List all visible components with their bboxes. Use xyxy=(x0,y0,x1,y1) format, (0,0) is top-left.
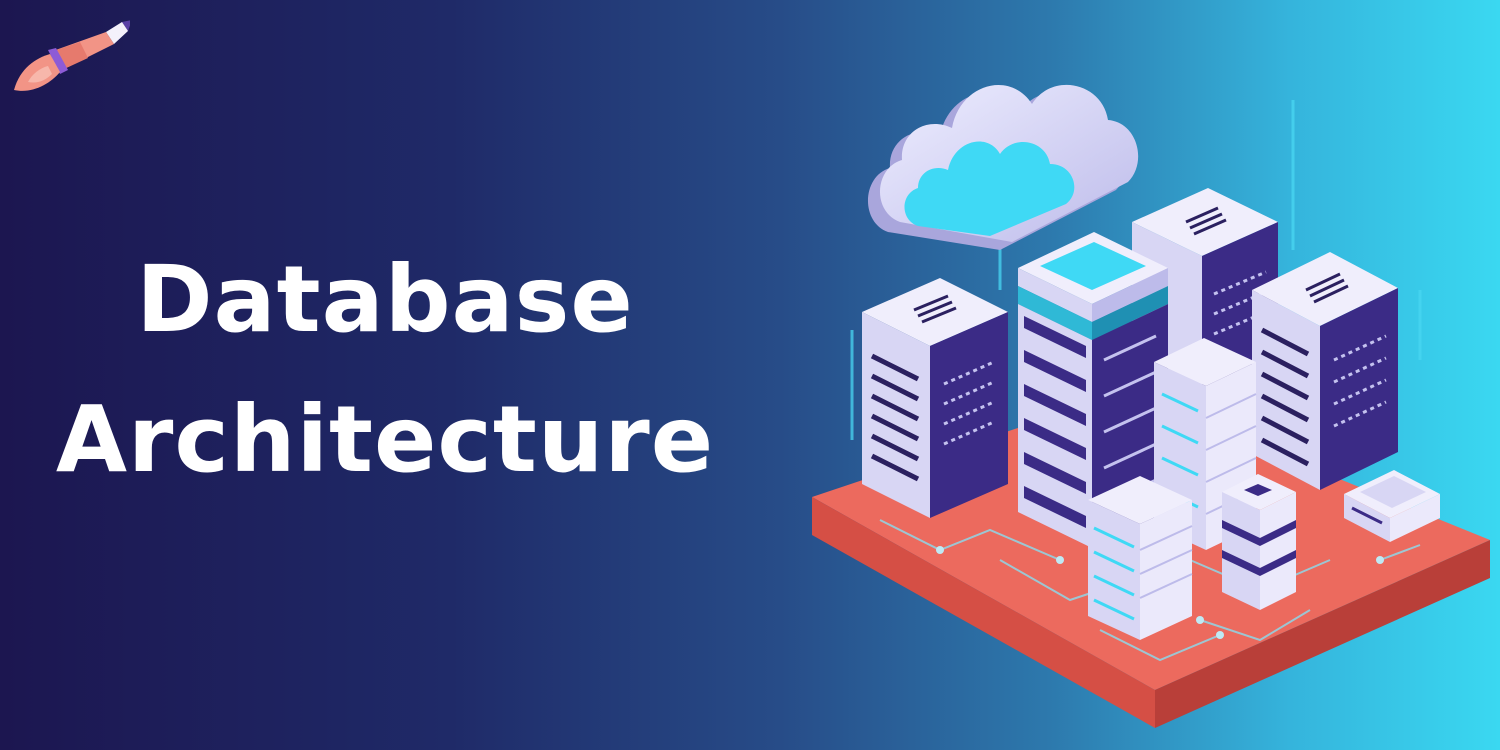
banner-title-line1: Database xyxy=(136,246,634,353)
cloud-icon xyxy=(867,84,1139,250)
network-device xyxy=(1344,470,1440,542)
server-cube-stack xyxy=(1222,474,1296,610)
banner-title-line2: Architecture xyxy=(55,386,715,493)
server-tower-right xyxy=(1252,252,1398,490)
server-tower-left xyxy=(862,278,1008,518)
server-stack-front xyxy=(1088,476,1193,640)
rocket-pencil-icon xyxy=(14,20,130,91)
cloud-database-servers-illustration xyxy=(812,84,1490,728)
